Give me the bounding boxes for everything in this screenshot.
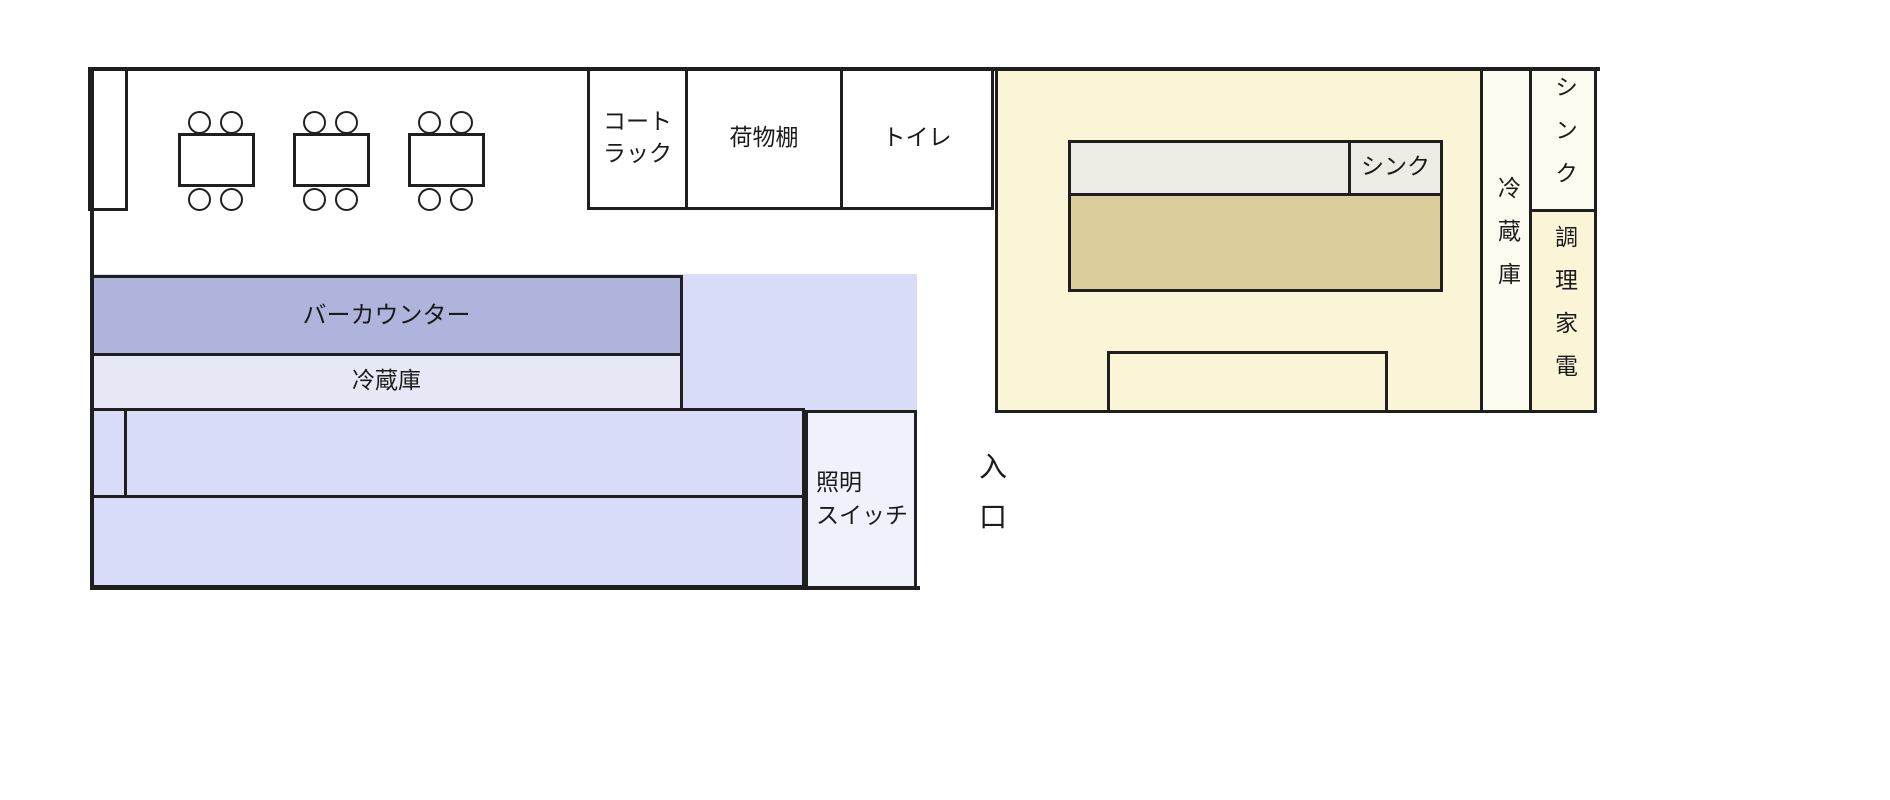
sink-column-label: シンク [1550, 75, 1577, 204]
bench-divider [124, 411, 127, 495]
light-switch-box: 照明 スイッチ [805, 410, 917, 590]
toilet-label: トイレ [882, 124, 952, 151]
bar-fridge-label: 冷蔵庫 [352, 368, 421, 395]
wall-top [90, 67, 1600, 71]
luggage-shelf-box: 荷物棚 [685, 67, 843, 210]
dining-table-2 [293, 111, 370, 211]
bar-counter: バーカウンター [90, 275, 683, 356]
chair [335, 188, 358, 211]
table-top [293, 133, 370, 187]
chair [303, 188, 326, 211]
chair [188, 188, 211, 211]
fridge-column: 冷蔵庫 [1480, 67, 1532, 413]
counter-sink-cell: シンク [1348, 143, 1440, 193]
luggage-shelf-label: 荷物棚 [729, 124, 799, 151]
coat-rack-box: コート ラック [587, 67, 688, 210]
kitchen-counter: シンク [1068, 140, 1443, 196]
chair [303, 111, 326, 134]
chair [418, 111, 441, 134]
appliances-column-label: 調理家電 [1550, 225, 1577, 397]
alcove-box [88, 67, 128, 211]
wall-bottom [90, 586, 920, 590]
dining-table-3 [408, 111, 485, 211]
kitchen-island [1107, 351, 1388, 413]
bar-counter-label: バーカウンター [302, 301, 471, 330]
chair [220, 188, 243, 211]
appliances-column: 調理家電 [1529, 209, 1597, 413]
chair [188, 111, 211, 134]
bench-row-upper [90, 408, 805, 498]
toilet-box: トイレ [840, 67, 994, 210]
chair [450, 188, 473, 211]
sink-column: シンク [1529, 67, 1597, 212]
bar-fridge: 冷蔵庫 [90, 353, 683, 411]
coat-rack-label: コート ラック [603, 109, 672, 167]
chair [220, 111, 243, 134]
table-top [408, 133, 485, 187]
chair [418, 188, 441, 211]
light-switch-label: 照明 スイッチ [816, 470, 908, 529]
dining-table-1 [178, 111, 255, 211]
fridge-column-label: 冷蔵庫 [1493, 175, 1520, 305]
table-top [178, 133, 255, 187]
kitchen-worktop [1068, 193, 1443, 292]
bench-row-lower [90, 495, 805, 588]
counter-sink-label: シンク [1361, 154, 1430, 181]
chair [450, 111, 473, 134]
wall-left [90, 67, 94, 590]
entrance-label: 入口 [975, 452, 1008, 552]
chair [335, 111, 358, 134]
